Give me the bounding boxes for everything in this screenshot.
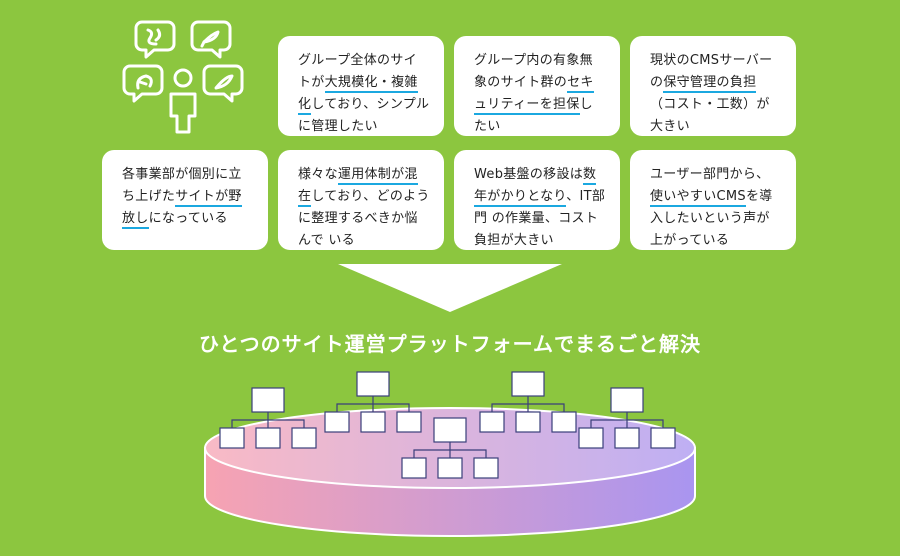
- card-highlight-text: サイトが野放し: [122, 189, 242, 229]
- site-tree-connector: [231, 412, 305, 428]
- person-with-speech-bubbles-icon: [122, 20, 244, 134]
- site-child-box: [551, 411, 577, 433]
- site-child-box: [324, 411, 350, 433]
- card-text-segment: しており、どのように整理するべきか悩んで いる: [298, 189, 430, 248]
- site-tree-icon: [324, 371, 422, 433]
- card-text-segment: 様々な: [298, 167, 338, 182]
- site-parent-box: [251, 387, 285, 413]
- problem-card-5: 様々な運用体制が混在しており、どのように整理するべきか悩んで いる: [278, 150, 444, 250]
- site-parent-box: [511, 371, 545, 397]
- card-text-segment: したい: [474, 97, 593, 134]
- site-tree-icon: [578, 387, 676, 449]
- problem-card-6: Web基盤の移設は数年がかりとなり、IT部門 の作業量、コスト負担が大きい: [454, 150, 620, 250]
- site-tree-connector: [413, 442, 487, 458]
- down-triangle-arrow-icon: [338, 264, 562, 312]
- site-child-box: [255, 427, 281, 449]
- problem-card-4: 各事業部が個別に立ち上げたサイトが野放しになっている: [102, 150, 268, 250]
- card-highlight-text: 大規模化・複雑化: [298, 75, 418, 115]
- site-child-box: [401, 457, 427, 479]
- site-child-box: [515, 411, 541, 433]
- card-text: 現状のCMSサーバーの保守管理の負担 （コスト・工数）が大きい: [650, 50, 782, 138]
- site-child-box: [437, 457, 463, 479]
- card-text-segment: グループ内の有象無象のサイト群の: [474, 53, 593, 90]
- card-text-segment: グループ全体のサイトが: [298, 53, 417, 90]
- card-text-segment: 現状のCMSサーバーの: [650, 53, 773, 90]
- site-tree-icon: [401, 417, 499, 479]
- problem-card-3: 現状のCMSサーバーの保守管理の負担 （コスト・工数）が大きい: [630, 36, 796, 136]
- card-highlight-text: 運用体制が混在: [298, 167, 418, 207]
- card-text-segment: になっている: [148, 211, 228, 226]
- site-child-box: [360, 411, 386, 433]
- card-text-segment: 、IT部門 の作業量、コスト負担が大きい: [474, 189, 606, 248]
- card-highlight-text: 保守管理の負担: [663, 75, 757, 93]
- card-text-segment: しており、シンプルに管理したい: [298, 97, 430, 134]
- site-parent-box: [433, 417, 467, 443]
- site-child-box: [614, 427, 640, 449]
- site-child-box: [650, 427, 676, 449]
- platform-cylinder-icon: [204, 371, 696, 537]
- solution-headline: ひとつのサイト運営プラットフォームでまるごと解決: [199, 332, 701, 356]
- site-parent-box: [356, 371, 390, 397]
- site-parent-box: [610, 387, 644, 413]
- card-text: グループ内の有象無象のサイト群のセキュリティーを担保したい: [474, 50, 606, 138]
- site-child-box: [396, 411, 422, 433]
- site-tree-icon: [219, 387, 317, 449]
- card-text-segment: （コスト・工数）が大きい: [650, 97, 770, 134]
- card-highlight-text: 使いやすいCMS: [650, 189, 746, 207]
- site-tree-connector: [590, 412, 664, 428]
- card-text-segment: を導入したいという声が上がっている: [650, 189, 773, 248]
- card-highlight-text: セキュリティーを担保: [474, 75, 594, 115]
- card-text: ユーザー部門から、使いやすいCMSを導入したいという声が上がっている: [650, 164, 782, 252]
- card-text: 様々な運用体制が混在しており、どのように整理するべきか悩んで いる: [298, 164, 430, 252]
- site-child-box: [219, 427, 245, 449]
- site-child-box: [479, 411, 505, 433]
- card-text-segment: 各事業部が個別に立ち上げた: [122, 167, 242, 204]
- site-child-box: [578, 427, 604, 449]
- card-highlight-text: 数年がかりとなり: [474, 167, 597, 207]
- site-tree-connector: [336, 396, 410, 412]
- site-tree-connector: [491, 396, 565, 412]
- card-text: Web基盤の移設は数年がかりとなり、IT部門 の作業量、コスト負担が大きい: [474, 164, 606, 252]
- site-child-box: [473, 457, 499, 479]
- card-text: グループ全体のサイトが大規模化・複雑化しており、シンプルに管理したい: [298, 50, 430, 138]
- problem-card-1: グループ全体のサイトが大規模化・複雑化しており、シンプルに管理したい: [278, 36, 444, 136]
- card-text: 各事業部が個別に立ち上げたサイトが野放しになっている: [122, 164, 254, 230]
- card-text-segment: Web基盤の移設は: [474, 167, 584, 182]
- problem-card-7: ユーザー部門から、使いやすいCMSを導入したいという声が上がっている: [630, 150, 796, 250]
- card-text-segment: ユーザー部門から、: [650, 167, 770, 182]
- problem-card-2: グループ内の有象無象のサイト群のセキュリティーを担保したい: [454, 36, 620, 136]
- site-child-box: [291, 427, 317, 449]
- site-tree-icon: [479, 371, 577, 433]
